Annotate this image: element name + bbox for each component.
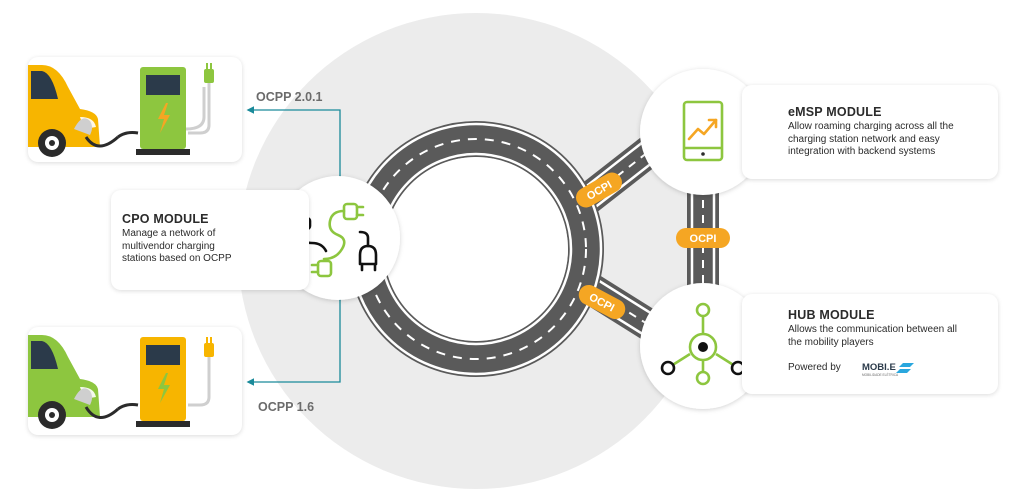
cpo-text: CPO MODULE Manage a network of multivend…	[122, 212, 302, 266]
hub-circle	[640, 283, 766, 409]
emsp-desc-line: charging station network and easy	[788, 133, 940, 145]
charger-icon	[117, 337, 190, 427]
hub-desc-line: Allows the communication between all	[788, 324, 957, 335]
plug-icon	[188, 63, 214, 135]
mobie-logo: MOBI.E MOBILIDADE ELÉTRICA	[862, 360, 918, 378]
cpo-desc-line: multivendor charging	[122, 240, 215, 252]
emsp-title: eMSP MODULE	[788, 105, 882, 119]
hub-desc-line: the mobility players	[788, 336, 874, 348]
mobie-logo-mark: MOBI.E MOBILIDADE ELÉTRICA	[862, 362, 914, 377]
emsp-desc-line: Allow roaming charging across all the	[788, 121, 954, 132]
ocpp-top-label: OCPP 2.0.1	[256, 90, 323, 104]
hub-network-icon	[660, 302, 746, 386]
car-icon	[28, 335, 100, 429]
svg-text:MOBI.E: MOBI.E	[862, 362, 896, 373]
ocpi-badge-lower: OCPI	[578, 284, 626, 320]
emsp-circle	[640, 69, 766, 195]
svg-text:MOBILIDADE ELÉTRICA: MOBILIDADE ELÉTRICA	[862, 372, 899, 377]
ocpi-badge-middle: OCPI	[676, 228, 730, 248]
cpo-desc-line: stations based on OCPP	[122, 253, 232, 264]
car-icon	[28, 65, 100, 157]
ocpi-badge-upper: OCPI	[576, 172, 622, 208]
tablet-chart-icon	[682, 100, 724, 162]
powered-by-label: Powered by	[788, 362, 841, 373]
hub-card	[742, 294, 998, 394]
cpo-desc-line: Manage a network of	[122, 228, 216, 239]
cpo-title: CPO MODULE	[122, 212, 209, 226]
emsp-text: eMSP MODULE Allow roaming charging acros…	[788, 105, 993, 159]
svg-text:OCPI: OCPI	[690, 233, 717, 245]
emsp-desc-line: integration with backend systems	[788, 146, 936, 157]
emsp-card	[742, 85, 998, 179]
charging-illustration-top	[28, 63, 214, 157]
hub-title: HUB MODULE	[788, 308, 875, 322]
hub-text: HUB MODULE Allows the communication betw…	[788, 308, 993, 349]
charger-icon	[117, 67, 206, 155]
ocpp-connectors	[246, 106, 344, 386]
charging-illustration-bottom	[28, 335, 214, 429]
plug-icon	[188, 337, 214, 407]
ocpp-bottom-label: OCPP 1.6	[258, 400, 315, 414]
cpo-card	[111, 190, 309, 290]
